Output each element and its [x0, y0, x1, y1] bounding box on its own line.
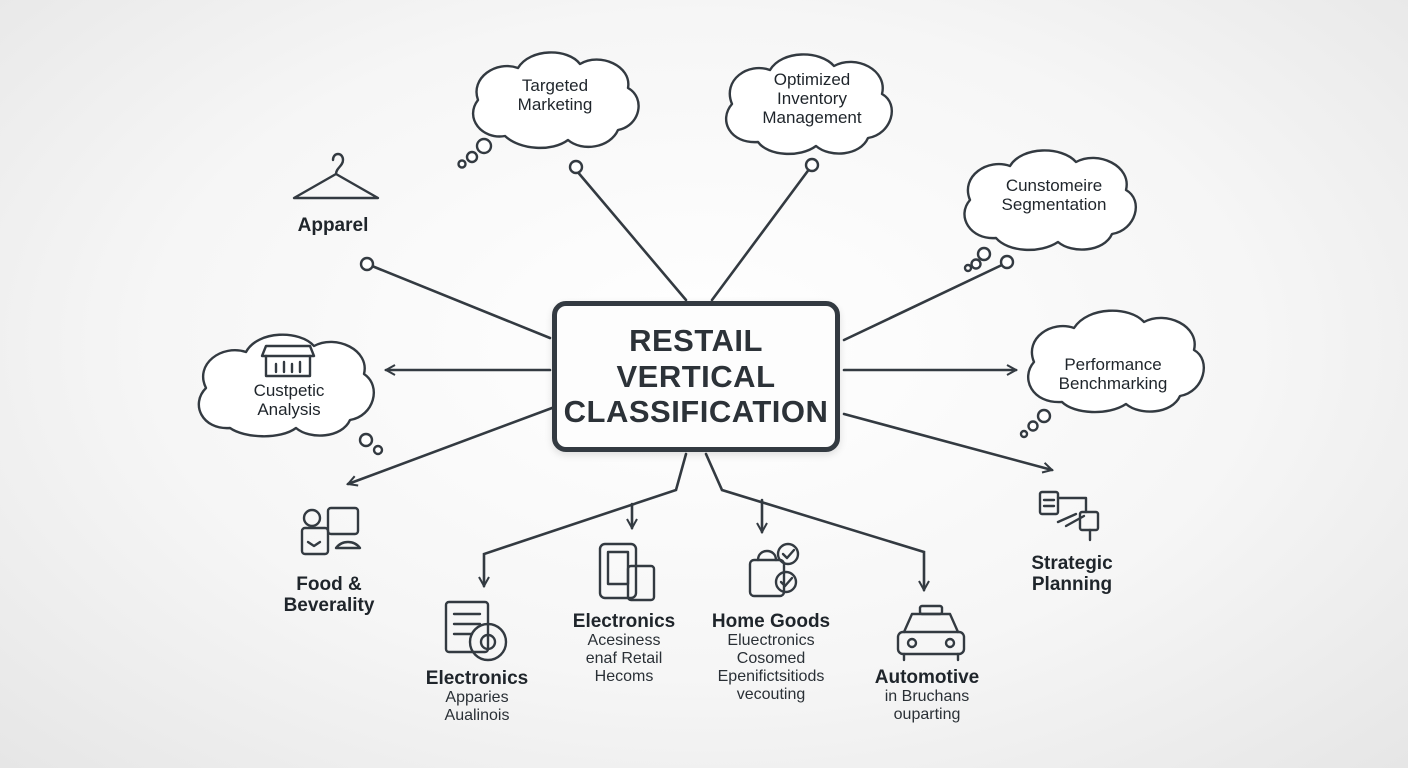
- node-apparel: Apparel: [298, 215, 369, 236]
- connector-optimized-inventory: [710, 166, 812, 302]
- node-title: Food &: [296, 574, 362, 595]
- connector-automotive: [704, 452, 924, 590]
- cloud-shape: [963, 149, 1137, 252]
- node-subtitle: Hecoms: [594, 668, 654, 686]
- cloud-performance-benchmarking: Performance Benchmarking: [1059, 355, 1168, 393]
- node-title: Planning: [1031, 574, 1113, 596]
- thought-bubble: [465, 150, 479, 164]
- document-gear-icon: [444, 600, 508, 662]
- storefront-icon: [260, 344, 316, 378]
- cloud-label-line: Optimized: [773, 70, 851, 89]
- cloud-optimized-inventory: Optimized Inventory Management: [762, 70, 861, 127]
- cloud-label-line: Cunstomeire: [1005, 176, 1103, 195]
- node-food-beverage: Food & Beverality: [284, 574, 375, 617]
- car-icon: [896, 604, 966, 662]
- connector-customer-segmentation: [842, 262, 1006, 342]
- node-subtitle: in Bruchans: [884, 688, 970, 706]
- node-subtitle: Cosomed: [736, 650, 806, 668]
- cloud-label-line: Performance: [1064, 355, 1162, 374]
- node-subtitle: Aualinois: [444, 707, 510, 725]
- endpoint-dot: [359, 256, 375, 272]
- cloud-label-line: Analysis: [257, 400, 321, 420]
- thought-bubble: [1019, 429, 1029, 439]
- cloud-label-line: Segmentation: [1001, 195, 1107, 215]
- center-title-line1: RESTAIL: [629, 323, 763, 359]
- center-title-line3: CLASSIFICATION: [563, 394, 829, 430]
- cloud-shape: [197, 333, 375, 438]
- endpoint-dot: [804, 157, 820, 173]
- node-title: Apparel: [297, 215, 369, 236]
- thought-bubble: [963, 263, 973, 273]
- central-node: RESTAIL VERTICAL CLASSIFICATION: [552, 301, 840, 452]
- thought-bubble: [1036, 408, 1052, 424]
- node-electronics-center: Electronics Acesiness enaf Retail Hecoms: [573, 611, 675, 686]
- node-title: Automotive: [874, 667, 980, 688]
- node-subtitle: vecouting: [736, 685, 806, 703]
- thought-bubble: [475, 137, 493, 155]
- node-strategic-planning: Strategic Planning: [1031, 553, 1112, 596]
- node-electronics-left: Electronics Apparies Aualinois: [426, 668, 528, 725]
- mobile-devices-icon: [598, 542, 656, 602]
- node-automotive: Automotive in Bruchans ouparting: [875, 667, 980, 724]
- connector-electronics-left: [484, 452, 688, 586]
- connector-food-beverage: [348, 406, 554, 484]
- node-home-goods: Home Goods Eluectronics Cosomed Epenific…: [712, 611, 830, 704]
- endpoint-dot: [568, 159, 584, 175]
- connector-apparel: [370, 264, 552, 340]
- node-subtitle: Eluectronics: [727, 632, 815, 650]
- thought-bubble: [457, 159, 467, 169]
- thought-bubble: [970, 258, 982, 270]
- node-title: Electronics: [572, 611, 676, 632]
- thought-bubble: [976, 246, 992, 262]
- cloud-shape: [1027, 309, 1205, 414]
- cloud-custpetic-analysis: Custpetic Analysis: [254, 381, 325, 419]
- cloud-label-line: Benchmarking: [1058, 374, 1168, 394]
- node-title: Strategic: [1031, 553, 1113, 574]
- cloud-label-line: Inventory: [777, 89, 847, 109]
- cloud-shape: [471, 51, 640, 150]
- node-subtitle: Apparies: [445, 689, 509, 707]
- node-subtitle: enaf Retail: [585, 650, 663, 668]
- node-title: Beverality: [283, 595, 375, 617]
- thought-bubble: [358, 432, 374, 448]
- node-subtitle: Acesiness: [587, 632, 661, 650]
- shopping-bag-icon: [748, 542, 800, 598]
- cloud-label-line: Custpetic: [253, 381, 325, 400]
- center-title-line2: VERTICAL: [616, 358, 776, 394]
- connector-targeted-marketing: [574, 168, 688, 302]
- thought-bubble: [372, 444, 384, 456]
- cloud-shape: [725, 53, 893, 156]
- strategy-flow-icon: [1038, 490, 1100, 542]
- food-tray-icon: [300, 506, 362, 556]
- cloud-label-line: Targeted: [521, 76, 589, 95]
- endpoint-dot: [999, 254, 1015, 270]
- cloud-label-line: Management: [762, 108, 862, 128]
- node-title: Home Goods: [711, 611, 831, 632]
- node-subtitle: ouparting: [893, 706, 961, 724]
- cloud-label-line: Marketing: [517, 95, 593, 115]
- connector-strategic-planning: [842, 412, 1052, 470]
- node-subtitle: Epenifictsitiods: [717, 668, 825, 686]
- thought-bubble: [1027, 420, 1039, 432]
- cloud-customer-segmentation: Cunstomeire Segmentation: [1002, 176, 1107, 214]
- hanger-icon: [292, 152, 380, 200]
- cloud-targeted-marketing: Targeted Marketing: [518, 76, 593, 114]
- node-title: Electronics: [425, 668, 529, 689]
